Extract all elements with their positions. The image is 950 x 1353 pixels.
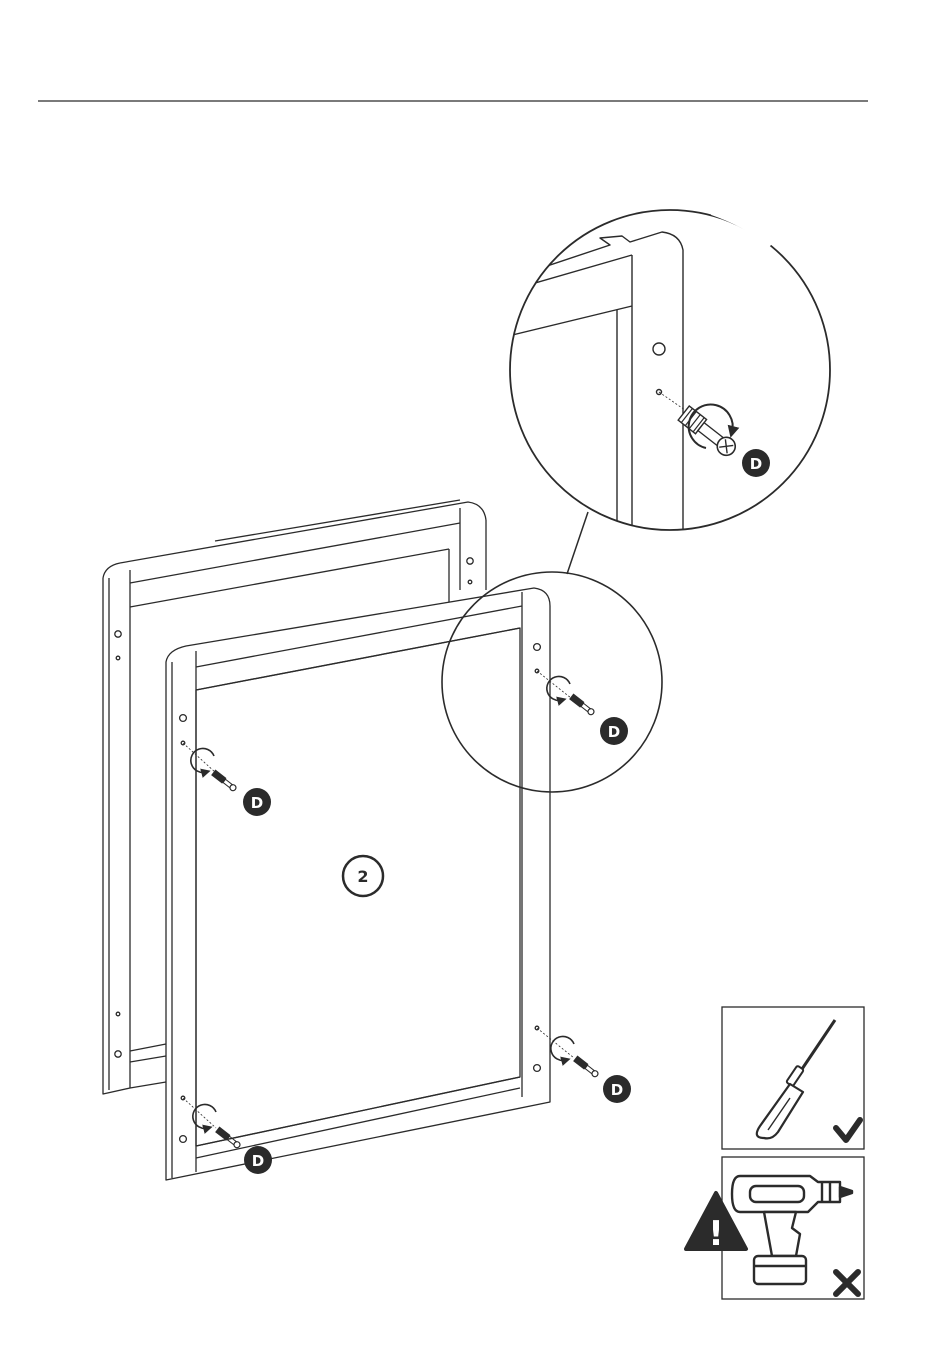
part-badge-label: D <box>611 1081 623 1099</box>
part-badge-label: D <box>251 794 263 812</box>
callout-leader <box>567 512 588 574</box>
tool-panel-drill <box>722 1157 864 1299</box>
part-badge-label: D <box>608 723 620 741</box>
zoom-detail <box>490 210 830 560</box>
part-badge-top-left: D <box>243 788 271 816</box>
part-badge-top-right: D <box>600 717 628 745</box>
step-marker: 2 <box>343 856 383 896</box>
part-badge-zoom: D <box>742 449 770 477</box>
part-badge-label: D <box>750 455 762 473</box>
part-badge-bottom-left: D <box>244 1146 272 1174</box>
warning-symbol: ! <box>708 1214 724 1254</box>
tool-panel-screwdriver <box>722 1007 864 1149</box>
part-badge-bottom-right: D <box>603 1075 631 1103</box>
part-badge-label: D <box>252 1152 264 1170</box>
step-number: 2 <box>357 867 368 886</box>
